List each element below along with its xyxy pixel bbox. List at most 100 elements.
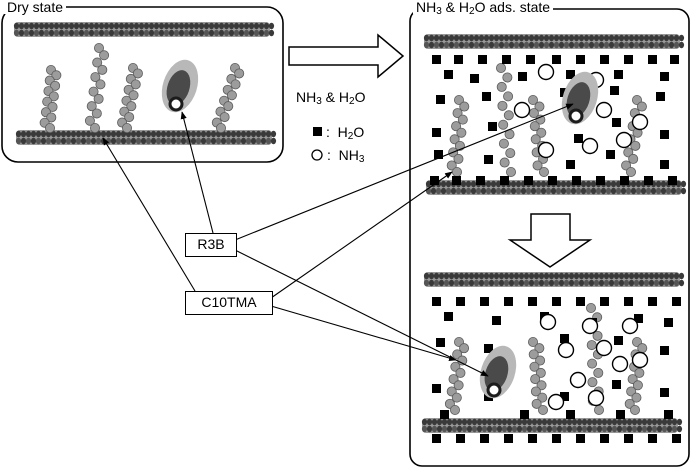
clay-layer-atom	[170, 137, 177, 145]
c10tma-atom	[130, 79, 141, 90]
clay-layer-atom	[168, 29, 175, 37]
c10tma-atom	[503, 91, 514, 102]
clay-layer-atom	[466, 425, 473, 433]
clay-layer-atom	[576, 418, 583, 426]
clay-layer-atom	[540, 180, 547, 188]
clay-layer-atom	[178, 29, 185, 37]
clay-layer-atom	[130, 137, 137, 145]
clay-layer-atom	[193, 22, 200, 30]
clay-layer-atom	[671, 425, 678, 433]
clay-layer-atom	[533, 34, 540, 42]
c10tma-molecule	[117, 63, 143, 134]
clay-layer-atom	[485, 187, 492, 195]
nh3-molecule	[631, 113, 649, 131]
nh3-molecule	[615, 131, 633, 149]
clay-layer-atom	[165, 130, 172, 138]
clay-layer-atom	[125, 137, 132, 145]
clay-layer-atom	[38, 29, 45, 37]
clay-layer-atom	[486, 425, 493, 433]
clay-layer-atom	[168, 22, 175, 30]
clay-layer-atom	[520, 187, 527, 195]
clay-layer-atom	[638, 34, 645, 42]
clay-layer-atom	[240, 130, 247, 138]
clay-layer-atom	[560, 180, 567, 188]
clay-layer-atom	[145, 137, 152, 145]
h2o-molecule	[484, 344, 493, 353]
clay-layer-atom	[40, 130, 47, 138]
clay-layer-atom	[33, 22, 40, 30]
clay-layer-atom	[108, 22, 115, 30]
clay-layer-atom	[150, 130, 157, 138]
clay-layer-atom	[506, 418, 513, 426]
c10tma-atom	[45, 123, 56, 134]
h2o-molecule	[644, 176, 653, 185]
clay-layer-atom	[531, 418, 538, 426]
clay-layer-atom	[663, 272, 670, 280]
clay-layer-atom	[590, 180, 597, 188]
clay-layer-atom	[50, 137, 57, 145]
clay-layer-atom	[591, 418, 598, 426]
clay-layer-atom	[558, 41, 565, 49]
clay-layer-atom	[668, 41, 675, 49]
clay-layer-atom	[533, 41, 540, 49]
c10tma-atom	[534, 343, 545, 354]
h2o-molecule	[444, 70, 453, 79]
c10tma-atom	[459, 101, 470, 112]
clay-layer-atom	[203, 22, 210, 30]
clay-layer-atom	[65, 137, 72, 145]
clay-layer-atom	[118, 29, 125, 37]
clay-layer-atom	[255, 130, 262, 138]
clay-layer-atom	[528, 279, 535, 287]
clay-layer-atom	[530, 187, 537, 195]
h2o-molecule	[648, 297, 657, 306]
h2o-molecule	[484, 155, 493, 164]
clay-layer-atom	[593, 272, 600, 280]
clay-layer-atom	[468, 279, 475, 287]
clay-layer-atom	[610, 180, 617, 188]
clay-layer-atom	[586, 418, 593, 426]
clay-layer-atom	[163, 29, 170, 37]
clay-layer-atom	[578, 272, 585, 280]
c10tma-atom	[502, 72, 513, 83]
c10tma-atom	[88, 86, 99, 97]
clay-layer-atom	[663, 41, 670, 49]
clay-layer-atom	[433, 272, 440, 280]
h2o-molecule	[518, 72, 527, 81]
h2o-molecule	[612, 380, 621, 389]
clay-layer-atom	[253, 22, 260, 30]
clay-layer-atom	[431, 418, 438, 426]
clay-layer-atom	[623, 41, 630, 49]
clay-layer-atom	[438, 34, 445, 42]
clay-layer-atom	[641, 418, 648, 426]
clay-layer-atom	[440, 180, 447, 188]
clay-layer-atom	[478, 34, 485, 42]
clay-layer-atom	[63, 22, 70, 30]
clay-layer-atom	[563, 41, 570, 49]
c10tma-atom	[95, 79, 106, 90]
h2o-molecule	[610, 86, 619, 95]
clay-layer-atom	[263, 29, 270, 37]
clay-layer-atom	[568, 34, 575, 42]
clay-layer-atom	[110, 130, 117, 138]
clay-layer-atom	[471, 418, 478, 426]
clay-layer-atom	[143, 29, 150, 37]
clay-layer-atom	[473, 41, 480, 49]
clay-layer-atom	[225, 130, 232, 138]
clay-layer-atom	[583, 272, 590, 280]
h2o-molecule	[488, 122, 497, 131]
clay-layer-atom	[578, 41, 585, 49]
clay-layer-atom	[653, 41, 660, 49]
c10tma-atom	[97, 64, 108, 75]
clay-layer-atom	[223, 29, 230, 37]
c10tma-atom	[498, 138, 509, 149]
clay-layer-atom	[75, 130, 82, 138]
clay-layer-atom	[115, 130, 122, 138]
clay-layer-atom	[601, 418, 608, 426]
clay-layer-atom	[188, 22, 195, 30]
clay-layer-atom	[523, 41, 530, 49]
clay-layer-atom	[45, 137, 52, 145]
clay-layer-atom	[440, 187, 447, 195]
clay-layer-atom	[448, 272, 455, 280]
clay-layer-atom	[203, 29, 210, 37]
clay-layer-atom	[423, 272, 430, 280]
